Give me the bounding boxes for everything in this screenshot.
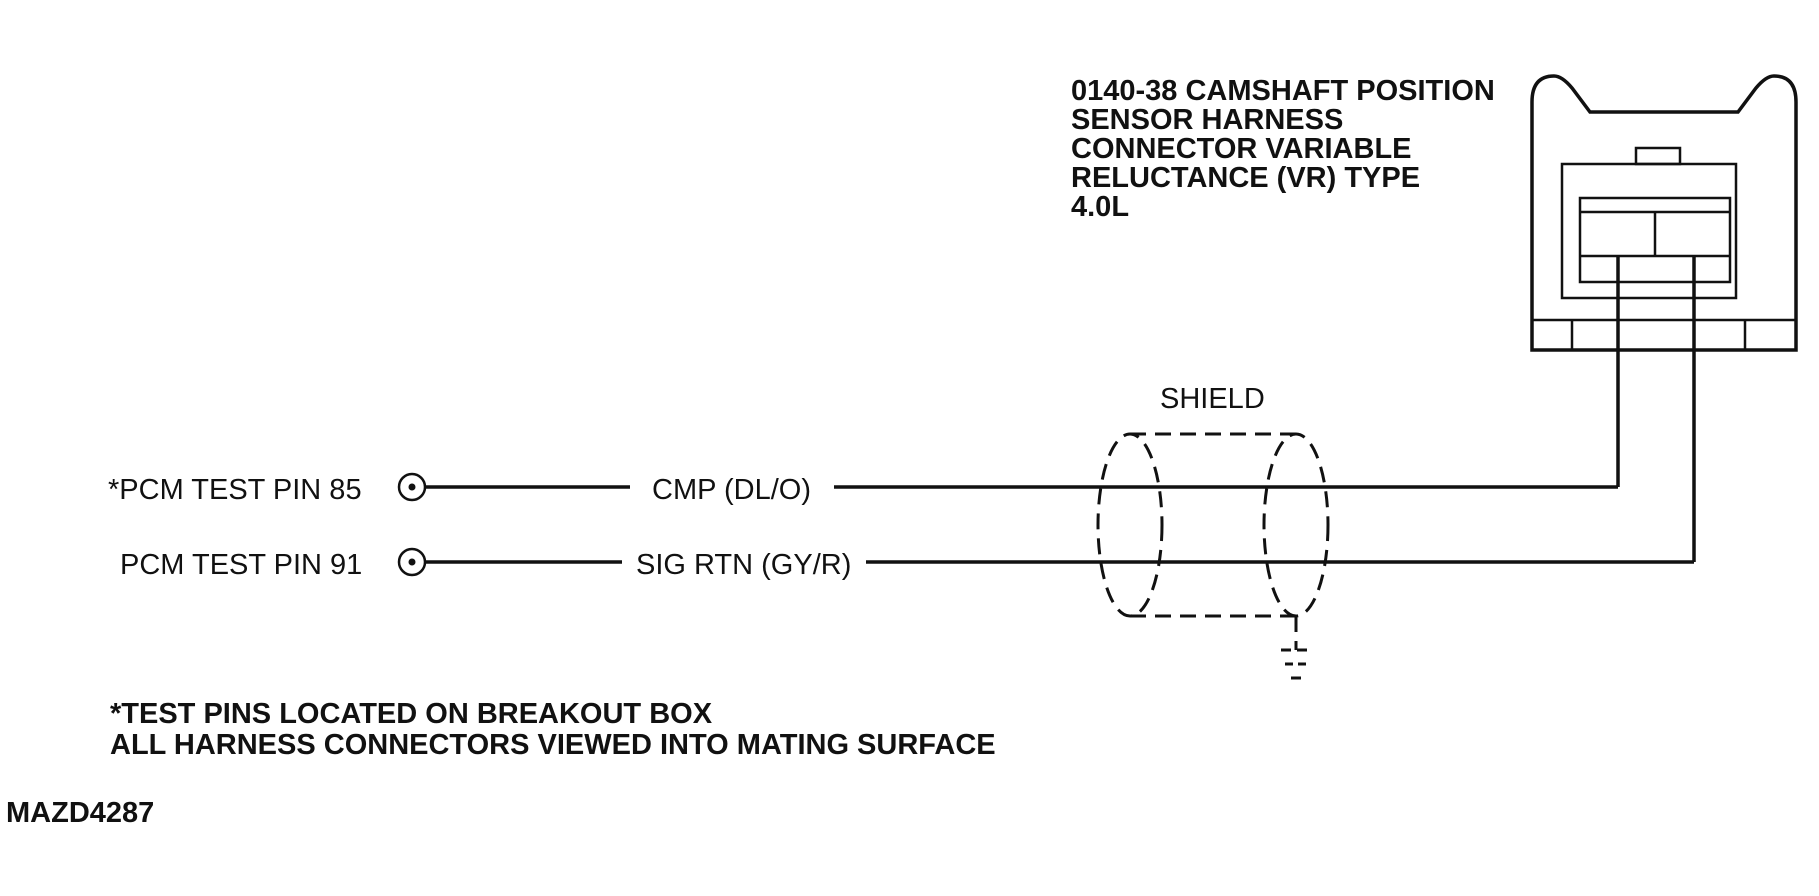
test-pin-91-dot xyxy=(408,558,416,566)
connector-housing xyxy=(1530,74,1798,352)
shield-left-end xyxy=(1096,432,1164,618)
harness-connector xyxy=(1530,74,1798,352)
ground-symbol xyxy=(1281,616,1313,680)
note-line-1: *TEST PINS LOCATED ON BREAKOUT BOX xyxy=(110,698,713,730)
shield-right-end xyxy=(1262,432,1330,618)
test-pin-85-dot xyxy=(408,483,416,491)
wire-sigrtn-label: SIG RTN (GY/R) xyxy=(636,549,851,581)
connector-title-line-2: SENSOR HARNESS xyxy=(1071,104,1343,136)
connector-title-line-3: CONNECTOR VARIABLE xyxy=(1071,133,1412,165)
pin-row-85: *PCM TEST PIN 85 CMP (DL/O) xyxy=(108,256,1620,506)
note-line-2: ALL HARNESS CONNECTORS VIEWED INTO MATIN… xyxy=(110,729,996,761)
pin-91-label: PCM TEST PIN 91 xyxy=(120,549,362,581)
connector-title-line-4: RELUCTANCE (VR) TYPE xyxy=(1071,162,1420,194)
figure-code: MAZD4287 xyxy=(6,797,154,829)
shield-cylinder xyxy=(1096,432,1330,618)
connector-cavity xyxy=(1560,162,1738,300)
connector-title: 0140-38 CAMSHAFT POSITION SENSOR HARNESS… xyxy=(1071,75,1495,223)
connector-terminal-block xyxy=(1578,196,1732,284)
pin-row-91: PCM TEST PIN 91 SIG RTN (GY/R) xyxy=(120,256,1696,581)
notes: *TEST PINS LOCATED ON BREAKOUT BOX ALL H… xyxy=(110,698,996,761)
connector-title-line-1: 0140-38 CAMSHAFT POSITION xyxy=(1071,75,1495,107)
wire-cmp-label: CMP (DL/O) xyxy=(652,474,811,506)
pin-85-label: *PCM TEST PIN 85 xyxy=(108,474,362,506)
connector-title-line-5: 4.0L xyxy=(1071,191,1129,223)
shield-label: SHIELD xyxy=(1160,383,1265,415)
connector-key-tab xyxy=(1634,146,1682,166)
